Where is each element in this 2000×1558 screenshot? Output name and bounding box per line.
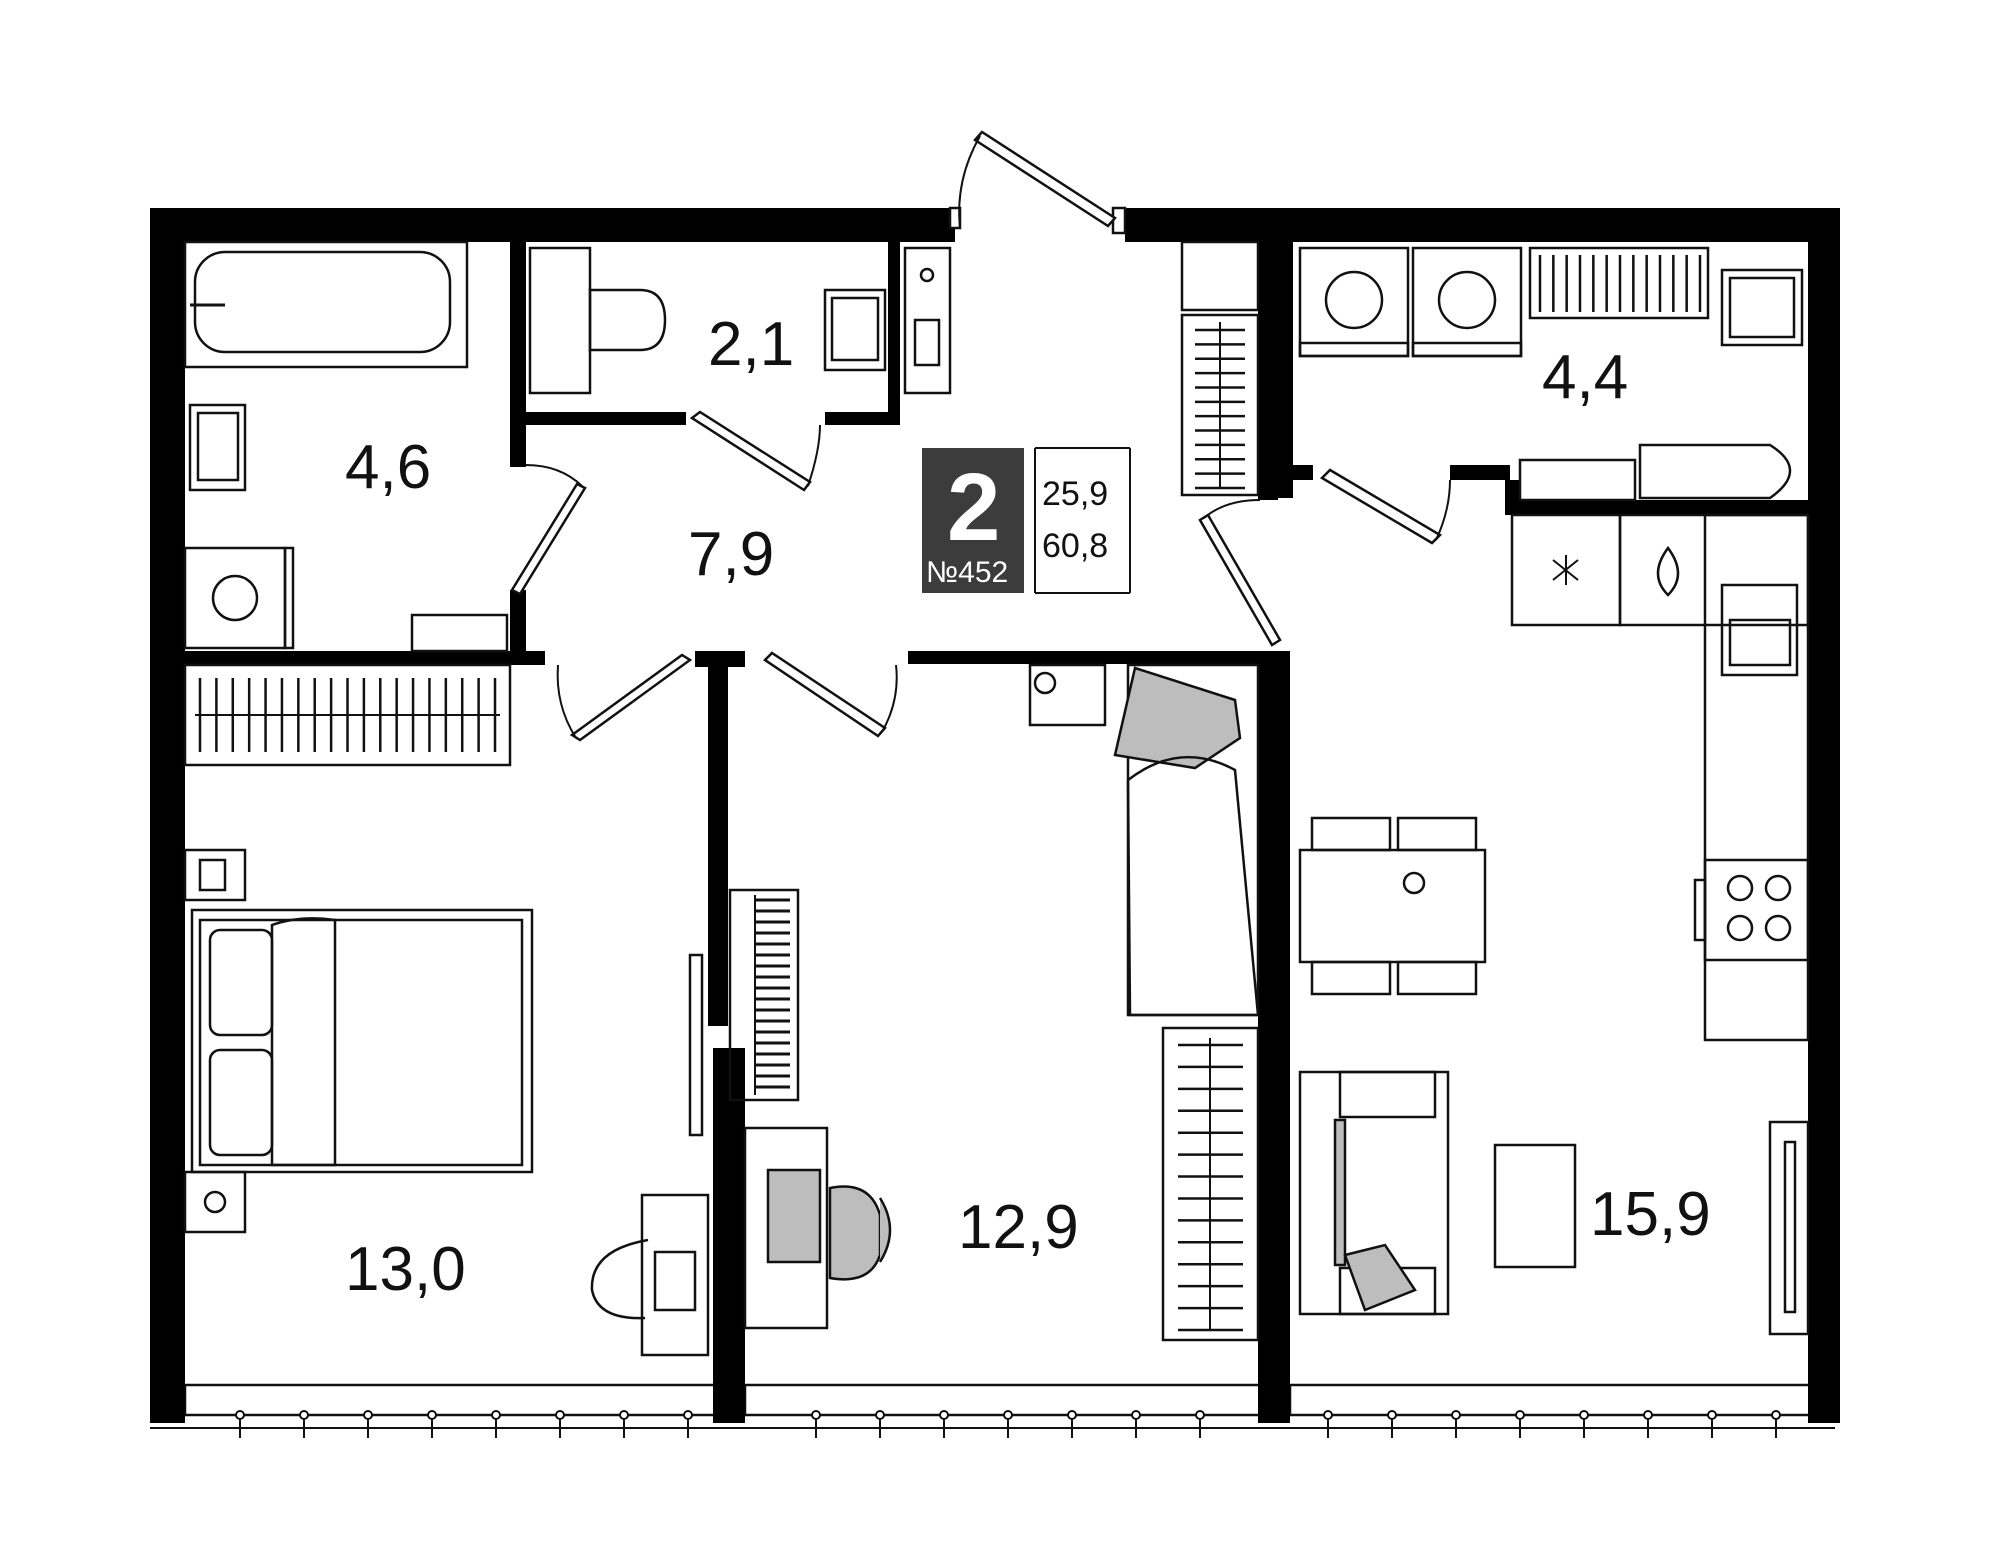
room-hall-area: 7,9 [688, 520, 774, 589]
ironing-board [1638, 443, 1792, 500]
room-bedroom2-area: 12,9 [958, 1193, 1079, 1262]
bedroom2-desk [743, 1126, 829, 1330]
bathroom-sink [188, 403, 247, 492]
bedroom-desk [640, 1193, 710, 1357]
laundry-sink [1720, 268, 1804, 347]
room-bedroom-area: 13,0 [345, 1235, 466, 1304]
toilet-door [689, 410, 821, 492]
walls [150, 208, 1840, 1423]
bathroom-shelf [410, 613, 509, 653]
dryer [1411, 246, 1523, 358]
apartment-number: №452 [926, 556, 1008, 589]
laundry-fixtures [1298, 246, 1804, 502]
window-strips [150, 1383, 1835, 1438]
laundry-door [1319, 468, 1451, 545]
doors [510, 130, 1451, 742]
rooms-count: 2 [947, 454, 1000, 561]
total-area: 60,8 [1042, 527, 1108, 565]
kitchen-counter [1703, 513, 1810, 1042]
hall-wardrobe [1180, 313, 1260, 497]
bedroom2-chair [828, 1185, 882, 1281]
kitchen-door [1198, 499, 1282, 647]
coffee-table [1493, 1143, 1577, 1269]
bedroom-chair [590, 1238, 649, 1320]
bedroom2-door [763, 651, 898, 738]
toilet-bowl [588, 288, 667, 352]
living-area: 25,9 [1042, 475, 1108, 513]
room-labels: 4,6 2,1 7,9 4,4 13,0 12,9 15,9 [345, 310, 1711, 1304]
laundry-rack [1528, 246, 1710, 320]
bedroom2-fixtures [728, 663, 1260, 1342]
kitchen-sink [1720, 583, 1799, 677]
entrance-door [948, 130, 1127, 235]
washer [1298, 246, 1410, 358]
room-toilet-area: 2,1 [708, 310, 794, 379]
cooktop [1703, 858, 1810, 962]
bedroom-wardrobe [183, 663, 512, 767]
bedroom-door [556, 653, 693, 742]
bathtub [183, 240, 469, 369]
double-bed [190, 908, 534, 1174]
bookshelf [728, 888, 800, 1102]
dining-table [1298, 848, 1487, 964]
apartment-info: 2 №452 25,9 60,8 [922, 447, 1131, 594]
room-bathroom-area: 4,6 [345, 433, 431, 502]
tv-stand [1768, 1120, 1810, 1336]
hall-fixtures [1180, 240, 1260, 497]
room-kitchen-living-area: 15,9 [1590, 1180, 1711, 1249]
room-laundry-area: 4,4 [1542, 343, 1628, 412]
toilet-fixtures [528, 246, 952, 395]
hall-cabinet [1180, 240, 1260, 312]
bathroom-fixtures [183, 240, 509, 653]
bedroom2-nightstand [1028, 663, 1107, 727]
bedroom2-wardrobe [1161, 1026, 1260, 1342]
rooms-count-badge [922, 448, 1024, 593]
toilet-sink [823, 288, 887, 372]
washing-machine [183, 546, 287, 650]
nightstand-bottom [183, 1170, 247, 1234]
toilet-tank [528, 246, 592, 395]
living-fixtures [1298, 816, 1810, 1336]
nightstand-top [183, 848, 247, 902]
bedroom-fixtures [183, 663, 710, 1357]
kitchen-fixtures [1510, 513, 1810, 1042]
bathroom-door [510, 464, 587, 596]
water-heater [1618, 513, 1810, 627]
